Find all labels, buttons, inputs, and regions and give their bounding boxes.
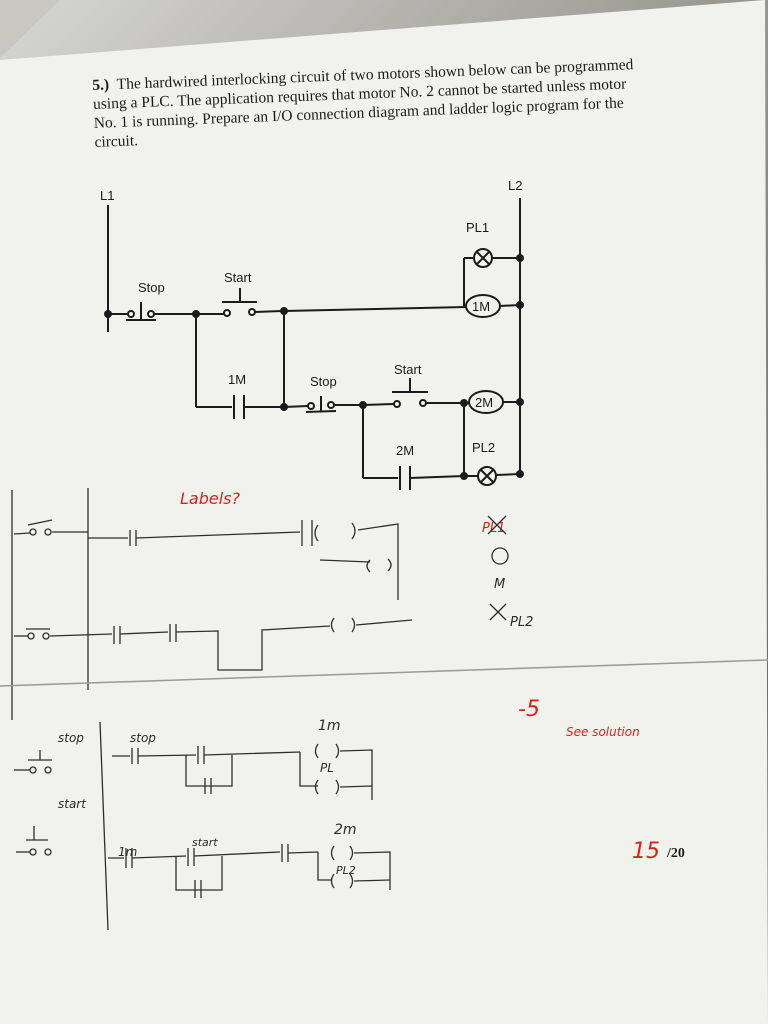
m-sketch (491, 547, 509, 565)
stop-input-label: stop (58, 731, 84, 745)
handwritten-coil-2m (330, 845, 354, 861)
coil-2m-label: 2m (334, 822, 357, 838)
stop-2-label: Stop (310, 374, 337, 389)
start-2-label: Start (394, 362, 422, 377)
deduction-mark: -5 (518, 697, 540, 722)
coil-pl2-label: PL2 (336, 864, 356, 877)
handwritten-pl-coil (314, 779, 340, 795)
coil-1m-label: 1M (472, 299, 490, 314)
pilot-light-2 (477, 466, 497, 486)
labels-note: Labels? (180, 489, 241, 508)
contact-1m-label: 1M (228, 372, 246, 387)
page-fold-line (0, 659, 768, 687)
pilot-light-1-label: PL1 (466, 220, 489, 235)
pl2-sketch (489, 603, 507, 621)
rail-l1-label: L1 (100, 188, 114, 203)
coil-2m-label: 2M (475, 395, 493, 410)
score-value: 15 (632, 839, 660, 864)
handwritten-pl2-coil (330, 873, 354, 889)
pencil-coil (314, 522, 356, 542)
coil-pl-label: PL (320, 761, 334, 775)
pl1-sketch (487, 515, 507, 535)
start-contact-label: start (192, 836, 218, 849)
contact-2m-label: 2M (396, 443, 414, 458)
handwritten-coil-1m (314, 743, 340, 759)
m-note: M (494, 577, 505, 592)
pencil-contact (301, 520, 313, 546)
start-pb-terminal (223, 309, 231, 317)
coil-im-label: 1m (318, 718, 341, 734)
score-total: /20 (666, 846, 685, 861)
stop-label: Stop (138, 280, 165, 295)
stop-contact-label: stop (130, 731, 156, 745)
stop-2-pushbutton (305, 410, 337, 413)
rail-l2-label: L2 (508, 178, 522, 193)
start-label: Start (224, 270, 252, 285)
contact-im-label: 1m (118, 845, 137, 859)
pl2-note: PL2 (510, 615, 533, 630)
pilot-light-2-label: PL2 (472, 440, 495, 455)
stop-pb-terminal (127, 310, 135, 318)
see-solution-note: See solution (566, 725, 640, 739)
start-input-label: start (58, 797, 87, 811)
